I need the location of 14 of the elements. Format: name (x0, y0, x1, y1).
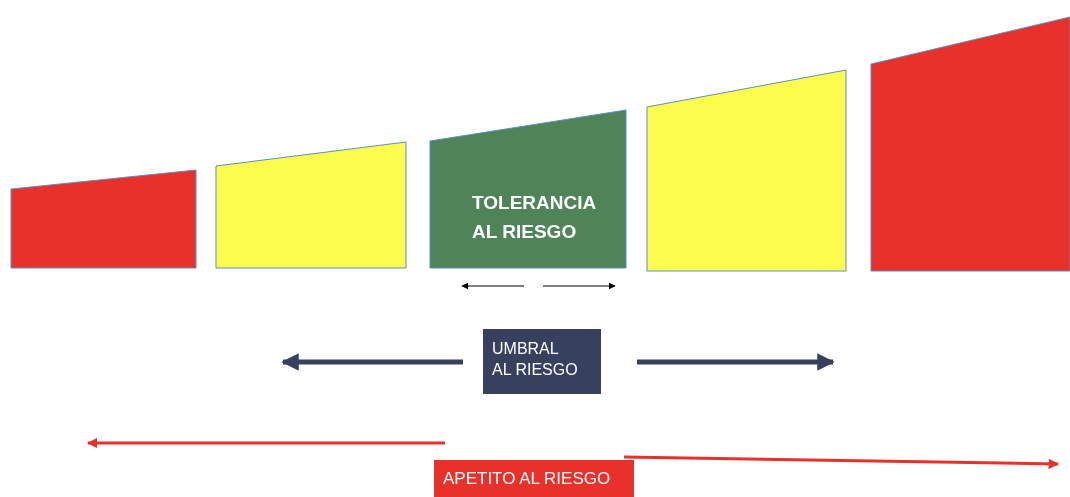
arrow (637, 353, 835, 371)
node-label: APETITO AL RIESGO (443, 468, 612, 490)
risk-zone-shape (647, 70, 846, 271)
node-label: UMBRAL AL RIESGO (492, 339, 579, 380)
risk-zone-shape (11, 170, 196, 268)
node-label: TOLERANCIA AL RIESGO (472, 191, 597, 245)
risk-zone-shape (871, 17, 1070, 271)
label-box (434, 460, 634, 497)
arrow (86, 437, 445, 449)
risk-zone-shape (430, 110, 626, 268)
label-box (483, 329, 601, 394)
arrow (623, 455, 1060, 470)
risk-zone-shape (216, 142, 406, 268)
arrow (281, 353, 463, 371)
